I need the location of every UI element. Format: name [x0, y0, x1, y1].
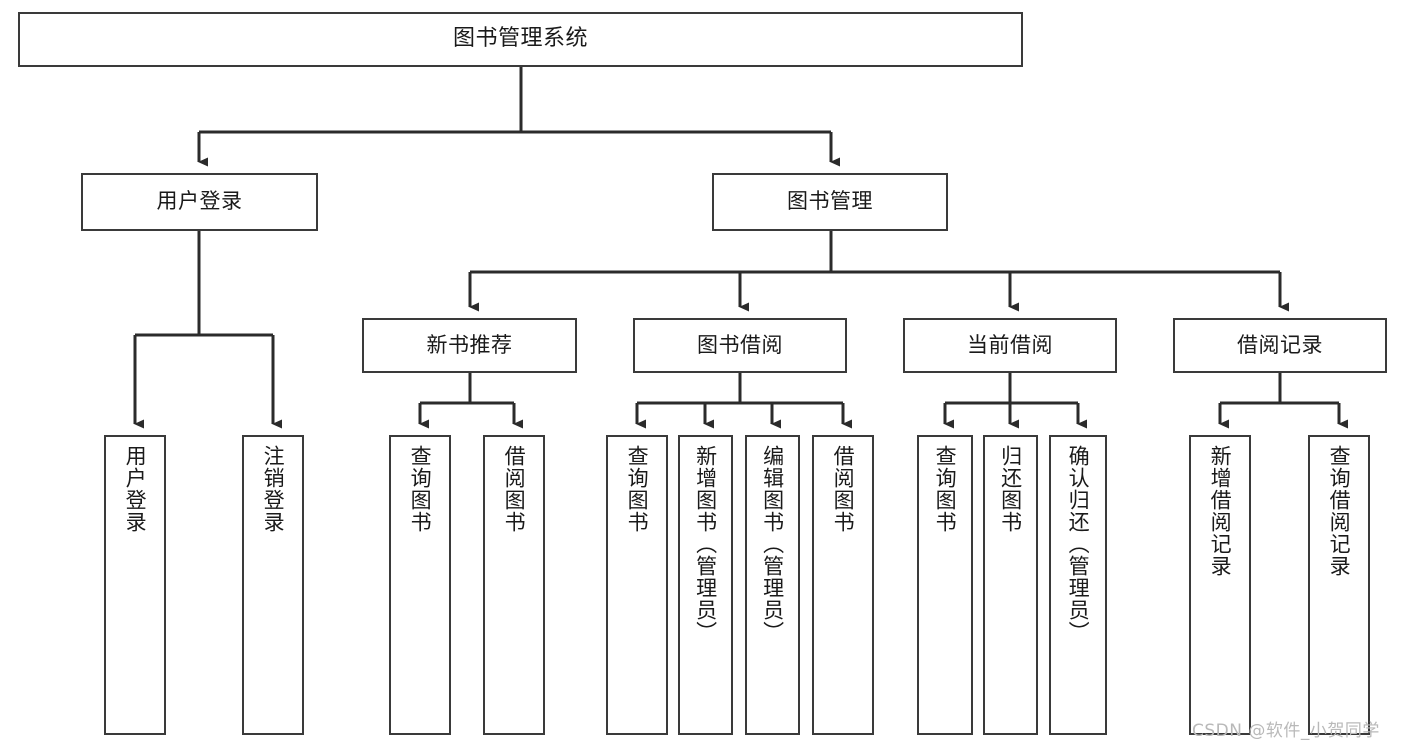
- node-leaf-add-book-label: 新增图书（管理员）: [693, 445, 718, 643]
- node-root[interactable]: 图书管理系统: [18, 12, 1023, 67]
- node-leaf-query-book-2-label: 查询图书: [625, 445, 650, 533]
- node-leaf-add-record[interactable]: 新增借阅记录: [1189, 435, 1251, 735]
- node-user-login-label: 用户登录: [156, 189, 243, 214]
- node-leaf-return-book-label: 归还图书: [998, 445, 1023, 533]
- node-root-label: 图书管理系统: [452, 26, 588, 52]
- node-user-login[interactable]: 用户登录: [81, 173, 318, 231]
- node-leaf-edit-book-label: 编辑图书（管理员）: [760, 445, 785, 643]
- node-leaf-borrow-book-1[interactable]: 借阅图书: [483, 435, 545, 735]
- node-leaf-user-login-label: 用户登录: [123, 445, 148, 533]
- node-leaf-query-book-3[interactable]: 查询图书: [917, 435, 973, 735]
- node-leaf-query-book-1[interactable]: 查询图书: [389, 435, 451, 735]
- node-leaf-query-book-1-label: 查询图书: [408, 445, 433, 533]
- node-book-manage-label: 图书管理: [787, 189, 873, 214]
- node-leaf-user-login[interactable]: 用户登录: [104, 435, 166, 735]
- node-borrow-record[interactable]: 借阅记录: [1173, 318, 1387, 373]
- node-leaf-confirm-return-label: 确认归还（管理员）: [1066, 445, 1091, 643]
- node-leaf-query-book-3-label: 查询图书: [933, 445, 958, 533]
- node-leaf-query-record-label: 查询借阅记录: [1327, 445, 1352, 577]
- node-book-manage[interactable]: 图书管理: [712, 173, 948, 231]
- node-leaf-logout-label: 注销登录: [261, 445, 286, 533]
- node-book-borrow[interactable]: 图书借阅: [633, 318, 847, 373]
- node-leaf-borrow-book-2[interactable]: 借阅图书: [812, 435, 874, 735]
- node-leaf-logout[interactable]: 注销登录: [242, 435, 304, 735]
- node-book-borrow-label: 图书借阅: [697, 332, 783, 357]
- watermark-text: CSDN @软件_小贺同学: [1192, 721, 1380, 741]
- node-leaf-add-book[interactable]: 新增图书（管理员）: [678, 435, 733, 735]
- node-leaf-query-book-2[interactable]: 查询图书: [606, 435, 668, 735]
- node-new-book-recommend-label: 新书推荐: [426, 332, 513, 357]
- node-leaf-add-record-label: 新增借阅记录: [1208, 445, 1233, 577]
- node-borrow-record-label: 借阅记录: [1237, 332, 1323, 357]
- node-new-book-recommend[interactable]: 新书推荐: [362, 318, 577, 373]
- node-leaf-confirm-return[interactable]: 确认归还（管理员）: [1049, 435, 1107, 735]
- node-leaf-borrow-book-2-label: 借阅图书: [831, 445, 856, 533]
- node-leaf-query-record[interactable]: 查询借阅记录: [1308, 435, 1370, 735]
- node-leaf-return-book[interactable]: 归还图书: [983, 435, 1038, 735]
- node-current-borrow[interactable]: 当前借阅: [903, 318, 1117, 373]
- node-leaf-borrow-book-1-label: 借阅图书: [502, 445, 527, 533]
- node-current-borrow-label: 当前借阅: [967, 332, 1053, 357]
- node-leaf-edit-book[interactable]: 编辑图书（管理员）: [745, 435, 800, 735]
